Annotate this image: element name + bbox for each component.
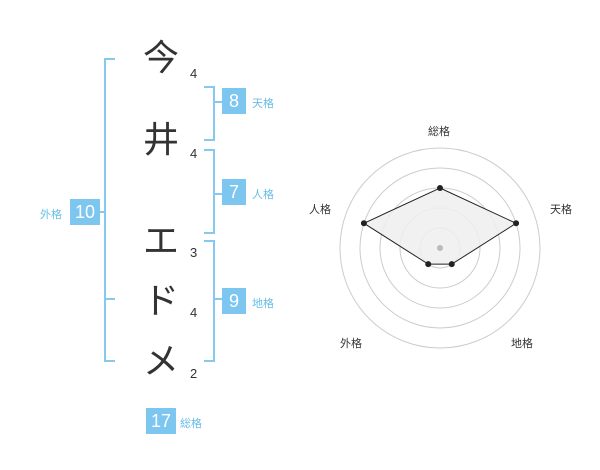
radar-polygon [362, 187, 518, 265]
radar-label-gaikaku: 外格 [340, 337, 362, 350]
name-char-3: エ [142, 221, 179, 262]
gaikaku-label: 外格 [40, 208, 62, 221]
jinkaku-value: 7 [222, 179, 246, 205]
jinkaku-bracket [204, 149, 215, 234]
radar-label-tenkaku: 天格 [550, 203, 572, 216]
radar-point-3 [425, 261, 432, 268]
chikaku-connector [213, 298, 222, 300]
tenkaku-value: 8 [222, 88, 246, 114]
radar-point-2 [448, 261, 455, 268]
chikaku-value: 9 [222, 288, 246, 314]
tenkaku-label: 天格 [252, 97, 274, 110]
name-char-5: メ [142, 341, 179, 382]
radar-label-chikaku: 地格 [511, 337, 533, 350]
radar-ring-5 [339, 147, 541, 349]
stroke-count-1: 4 [190, 66, 198, 81]
tenkaku-connector [213, 101, 222, 103]
radar-label-jinkaku: 人格 [309, 203, 331, 216]
radar-point-0 [437, 185, 443, 191]
radar-point-4 [360, 220, 367, 227]
name-char-2: 井 [142, 120, 179, 161]
chikaku-bracket [204, 240, 215, 362]
soukaku-value: 17 [146, 408, 176, 434]
stroke-count-5: 2 [190, 366, 198, 381]
stroke-count-3: 3 [190, 245, 198, 260]
radar-point-1 [513, 220, 520, 227]
radar-ring-4 [359, 167, 521, 329]
stroke-count-4: 4 [190, 305, 198, 320]
jinkaku-connector [213, 193, 222, 195]
name-char-4: ド [142, 281, 179, 322]
chikaku-label: 地格 [252, 297, 274, 310]
name-char-1: 今 [142, 38, 179, 79]
gaikaku-connector [98, 211, 106, 213]
jinkaku-label: 人格 [252, 188, 274, 201]
gaikaku-inner-tick [106, 298, 115, 300]
gaikaku-value: 10 [70, 199, 100, 225]
stroke-count-2: 4 [190, 146, 198, 161]
soukaku-label: 総格 [180, 417, 202, 430]
gaikaku-bracket [104, 58, 115, 362]
tenkaku-bracket [204, 86, 215, 141]
radar-label-soukaku: 総格 [428, 125, 450, 138]
radar-center-dot [437, 245, 443, 251]
